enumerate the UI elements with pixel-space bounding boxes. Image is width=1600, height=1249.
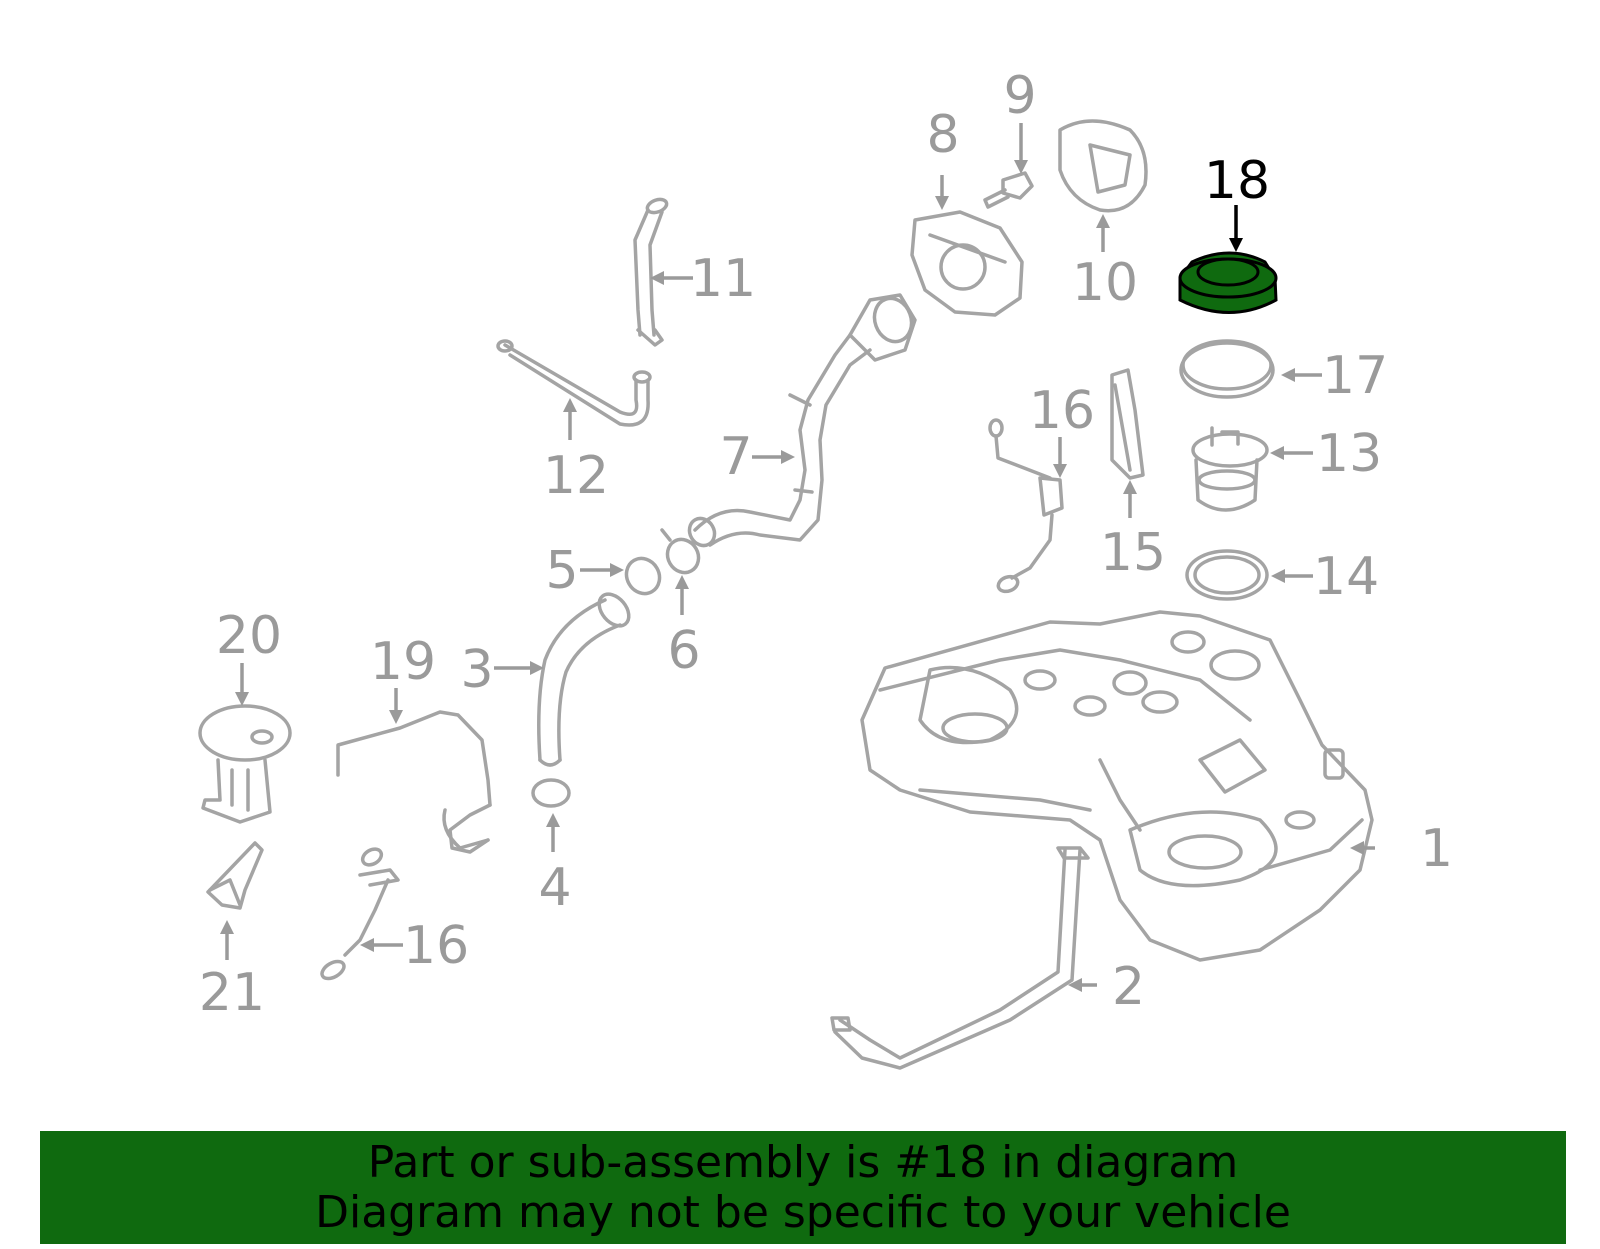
callout-21: 21	[199, 963, 265, 1023]
part-3-filler-hose[interactable]	[537, 588, 635, 767]
callout-15: 15	[1100, 523, 1166, 583]
callout-14: 14	[1313, 547, 1379, 607]
info-banner: Part or sub-assembly is #18 in diagram D…	[40, 1131, 1566, 1244]
callout-arrows	[220, 123, 1375, 992]
part-17-lock-ring[interactable]	[1179, 339, 1275, 399]
callout-2: 2	[1112, 957, 1145, 1017]
part-12-tube[interactable]	[496, 339, 652, 427]
callout-6: 6	[667, 621, 700, 681]
callout-20: 20	[216, 606, 282, 666]
part-15-bracket[interactable]	[1110, 368, 1145, 480]
callout-11: 11	[690, 249, 756, 309]
callout-12: 12	[543, 446, 609, 506]
callout-13: 13	[1316, 424, 1382, 484]
callout-labels: 1 2 3 4 5 6 7 8 9 10 11 12 13 14 15 16 1…	[199, 66, 1453, 1023]
part-8-filler-housing[interactable]	[910, 210, 1024, 317]
part-20-pump-module[interactable]	[198, 704, 292, 824]
part-13-fuel-pump[interactable]	[1191, 426, 1269, 512]
part-18-cap-highlighted[interactable]	[1178, 251, 1278, 314]
callout-18: 18	[1204, 151, 1270, 211]
callout-16-upper: 16	[1029, 381, 1095, 441]
callout-1: 1	[1420, 819, 1453, 879]
part-11-vent-tube[interactable]	[633, 197, 669, 347]
banner-disclaimer-text: Diagram may not be specific to your vehi…	[315, 1186, 1291, 1238]
part-14-gasket[interactable]	[1185, 549, 1269, 601]
callout-7: 7	[719, 427, 752, 487]
part-9-bolt[interactable]	[983, 171, 1034, 209]
callout-4: 4	[538, 858, 571, 918]
callout-16-lower: 16	[403, 916, 469, 976]
part-16-sender-lower[interactable]	[319, 846, 400, 982]
part-21-bracket[interactable]	[206, 841, 264, 910]
callout-10: 10	[1072, 253, 1138, 313]
part-6-clamp[interactable]	[660, 528, 705, 578]
callout-3: 3	[460, 640, 493, 700]
banner-part-text: Part or sub-assembly is #18 in diagram	[367, 1136, 1239, 1188]
part-4-clamp[interactable]	[531, 778, 571, 808]
callout-8: 8	[926, 105, 959, 165]
callout-5: 5	[545, 541, 578, 601]
callout-9: 9	[1003, 66, 1036, 126]
part-1-fuel-tank[interactable]	[860, 610, 1374, 962]
part-7-filler-neck[interactable]	[685, 293, 918, 550]
part-16-sender-upper[interactable]	[988, 418, 1064, 594]
part-19-tube[interactable]	[336, 710, 492, 854]
part-2-tank-strap[interactable]	[830, 846, 1090, 1070]
part-5-clamp[interactable]	[620, 552, 666, 599]
callout-19: 19	[370, 632, 436, 692]
callout-17: 17	[1322, 346, 1388, 406]
part-10-fuel-door[interactable]	[1058, 119, 1148, 213]
